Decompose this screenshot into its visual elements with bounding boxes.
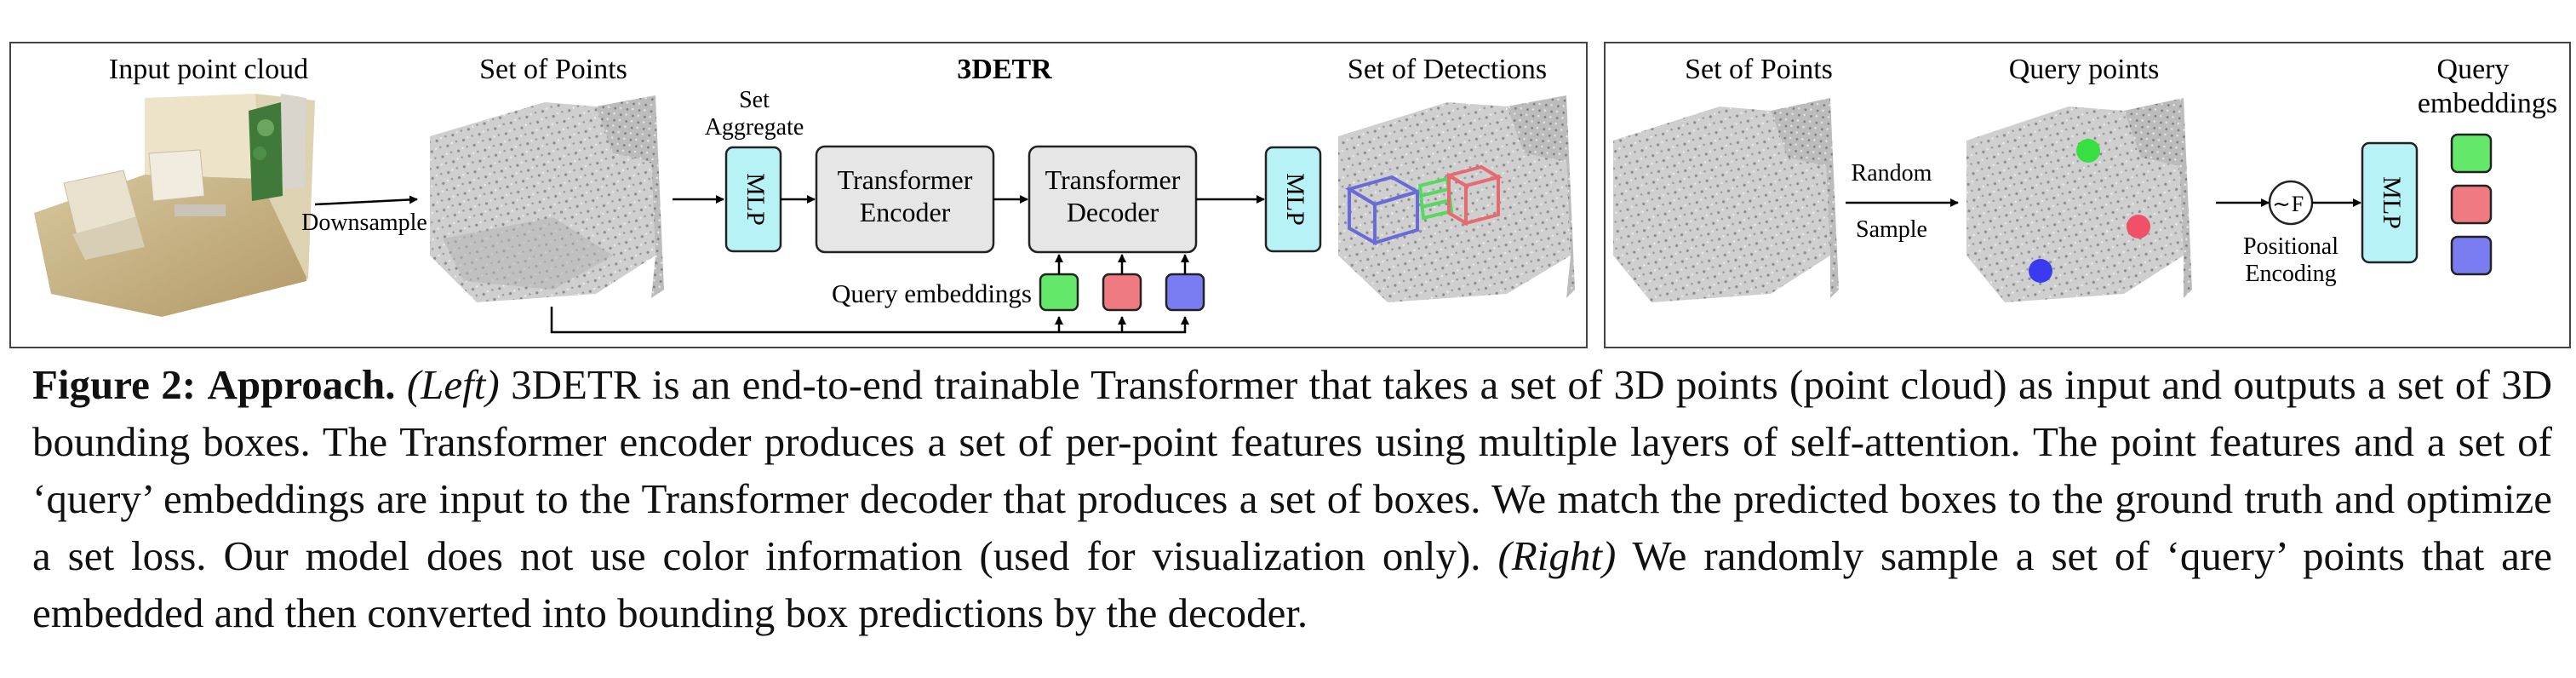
left-query-embeddings-label: Query embeddings — [832, 279, 1032, 308]
query-points-cloud — [1966, 98, 2192, 302]
encoder-line1: Transformer — [838, 164, 973, 195]
query-point-red — [2127, 215, 2150, 238]
left-panel-frame — [9, 42, 1588, 348]
left-query-embedding-blue — [1165, 273, 1205, 312]
skip-connection-arrow — [550, 307, 1189, 334]
fourier-symbol: F — [2292, 192, 2304, 216]
mlp-block-1-label: MLP — [741, 173, 770, 226]
caption-text-1: 3DETR is an end-to-end trainable Transfo… — [32, 361, 2553, 579]
detection-box-red — [1444, 164, 1503, 227]
input-point-cloud-label: Input point cloud — [109, 54, 308, 85]
right-query-embeddings-line1: Query — [2437, 54, 2510, 85]
encoding-label: Encoding — [2245, 261, 2336, 287]
positional-label: Positional — [2243, 233, 2338, 260]
detection-box-green — [1417, 176, 1454, 221]
left-query-embedding-red — [1102, 273, 1142, 312]
set-of-points-cloud — [430, 95, 664, 302]
input-point-cloud-image — [34, 94, 315, 317]
mlp-block-2 — [1264, 146, 1322, 253]
decoder-line2: Decoder — [1067, 197, 1159, 227]
caption-text-2: We randomly sample a set of ‘query’ poin… — [32, 532, 2552, 636]
left-panel-title: 3DETR — [957, 54, 1052, 85]
set-of-detections-label: Set of Detections — [1348, 54, 1547, 85]
right-query-embedding-green — [2450, 133, 2493, 174]
encoder-line2: Encoder — [860, 197, 951, 227]
right-query-embeddings-line2: embeddings — [2418, 88, 2557, 119]
caption-heading: Approach. — [207, 361, 396, 408]
figure-diagram: 3DETR Input point cloud Set of Points Se… — [9, 42, 2571, 348]
caption-right-tag: (Right) — [1497, 532, 1617, 579]
query-point-green — [2076, 139, 2100, 163]
fourier-tilde: ~ — [2272, 192, 2291, 217]
right-set-of-points-label: Set of Points — [1685, 54, 1833, 85]
figure-caption: Figure 2: Approach. (Left) 3DETR is an e… — [32, 356, 2552, 641]
decoder-line1: Transformer — [1045, 164, 1181, 195]
downsample-label: Downsample — [301, 210, 427, 236]
set-of-points-label: Set of Points — [479, 54, 627, 85]
right-query-embedding-red — [2450, 184, 2493, 225]
left-query-embedding-green — [1039, 273, 1079, 312]
random-label: Random — [1852, 160, 1932, 187]
right-query-embedding-blue — [2450, 235, 2493, 276]
set-aggregate-line2: Aggregate — [705, 114, 804, 141]
right-set-of-points-cloud — [1613, 98, 1839, 302]
right-mlp-label: MLP — [2378, 176, 2406, 229]
detection-box-blue — [1344, 175, 1423, 246]
set-of-detections-cloud — [1338, 95, 1575, 302]
caption-figure-label: Figure 2: — [32, 361, 197, 408]
query-points-label: Query points — [2009, 54, 2160, 85]
mlp-block-2-label: MLP — [1281, 173, 1309, 226]
sample-label: Sample — [1856, 216, 1927, 243]
caption-left-tag: (Left) — [406, 361, 500, 408]
right-panel-frame — [1604, 42, 2571, 348]
query-point-blue — [2029, 259, 2052, 283]
set-aggregate-line1: Set — [739, 87, 770, 113]
right-mlp-block — [2361, 141, 2419, 264]
